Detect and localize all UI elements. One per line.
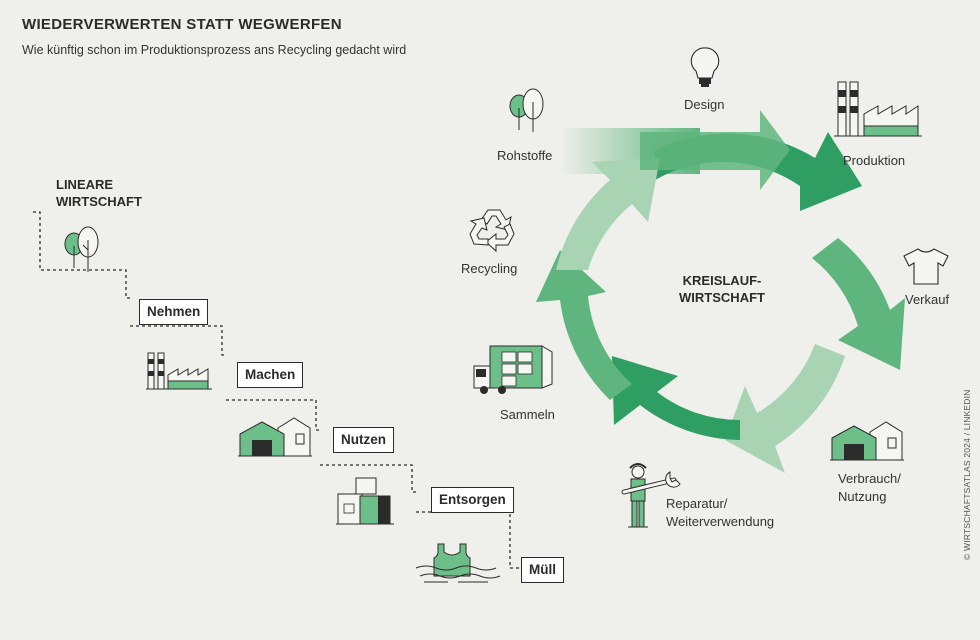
factory-icon-produktion (834, 80, 922, 144)
recycling-icon (468, 206, 520, 254)
stage-design: Design (684, 97, 724, 112)
copyright-credit: © WIRTSCHAFTSATLAS 2024 / LINKEDIN (962, 389, 972, 560)
stage-reparatur-line2: Weiterverwendung (666, 513, 774, 531)
truck-icon (470, 342, 556, 398)
tshirt-icon (902, 246, 950, 286)
stage-produktion: Produktion (843, 153, 905, 168)
cycle-arrow-mid-top (640, 110, 790, 190)
house-icon (830, 418, 906, 464)
stage-recycling: Recycling (461, 261, 517, 276)
circular-economy-title: KREISLAUF- WIRTSCHAFT (660, 272, 784, 306)
stage-sammeln: Sammeln (500, 407, 555, 422)
cycle-arrow-light-upper (556, 158, 660, 270)
tree-icon-rohstoffe (505, 88, 555, 138)
lightbulb-icon (688, 46, 722, 92)
stage-reparatur-weiterverwendung: Reparatur/ Weiterverwendung (666, 495, 774, 531)
stage-verbrauch-line1: Verbrauch/ (838, 470, 901, 488)
stage-verkauf: Verkauf (905, 292, 949, 307)
stage-verbrauch-nutzung: Verbrauch/ Nutzung (838, 470, 901, 506)
stage-rohstoffe: Rohstoffe (497, 148, 552, 163)
circular-title-line2: WIRTSCHAFT (660, 289, 784, 306)
stage-verbrauch-line2: Nutzung (838, 488, 901, 506)
stage-reparatur-line1: Reparatur/ (666, 495, 774, 513)
cycle-arrow-light-lower (725, 344, 845, 473)
circular-title-line1: KREISLAUF- (660, 272, 784, 289)
cycle-arrow-dark-bottom (612, 356, 740, 440)
